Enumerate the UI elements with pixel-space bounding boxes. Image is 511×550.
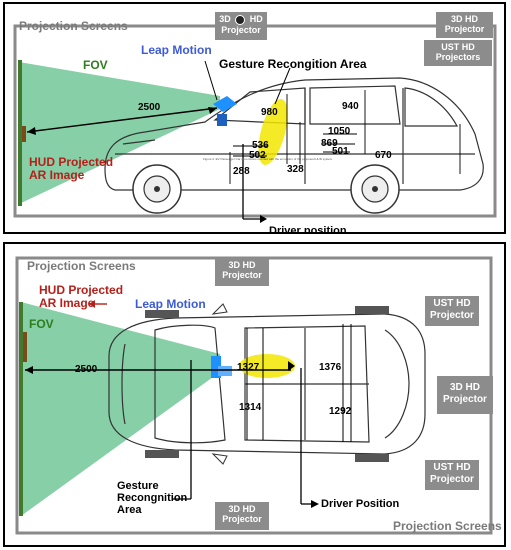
projector-line2: Projector [444,24,485,35]
leader-gesture [274,67,291,105]
projector-line1: 3D HD [228,504,256,514]
projector-line1: 3D HD [450,14,478,24]
projection-screens-bottom-label: Projection Screens [393,519,502,533]
side-view-panel: Projection Screens 3D HD Projector 3D HD… [3,2,506,234]
leap-motion-label: Leap Motion [141,43,212,57]
wheel-rl [355,306,389,314]
wheel-fr [145,450,179,458]
dim-670: 670 [375,150,392,161]
wheel-fl [145,310,179,318]
hud-image-marker [23,332,27,362]
dim-1327: 1327 [237,362,260,373]
projector-line2: Projector [222,514,262,525]
projector-3d-hd-top: 3D HD Projector [215,258,269,286]
gesture-area-label: Gesture Recongition Area [219,57,367,71]
fov-cone [19,62,220,204]
hud-screen-bar [18,60,22,206]
projector-ust-hd-bottom: UST HD Projector [425,460,479,490]
fov-label: FOV [29,317,54,331]
projector-3d-hd-bottom: 3D HD Projector [215,502,269,530]
projector-ust-hd-top: UST HD Projector [425,296,479,326]
dim-940: 940 [342,101,359,112]
dim-2500: 2500 [138,102,161,113]
top-view-panel: Projection Screens Projection Screens 3D… [3,242,506,547]
hud-image-marker [22,126,26,142]
driver-position-label: Driver position [269,225,347,234]
gesture-area-highlight [258,99,288,165]
fov-cone [21,302,220,516]
dim-2500-arrowhead [25,366,33,374]
projector-line2: Projector [221,24,261,35]
car-top-outline [108,313,426,455]
gesture-area-label: Gesture Recongnition Area [117,480,187,516]
projector-3d-hd-top: 3D HD Projector [215,12,267,40]
gesture-line3: Area [117,504,142,517]
projection-screens-top-label: Projection Screens [27,259,136,273]
dim-2500: 2500 [75,364,98,375]
dim-2500-line [26,107,218,133]
dim-1376: 1376 [319,362,342,373]
wheel-front [132,164,182,214]
mirror-left [211,303,228,315]
leap-motion-sensor [211,356,221,378]
projector-line1: UST HD [433,462,471,473]
dim-980: 980 [261,107,278,118]
projector-line2: Projectors [435,52,481,63]
side-view-diagram [13,24,497,223]
leap-motion-label: Leap Motion [135,297,206,311]
lens-icon [235,14,246,25]
dim-536: 536 [252,140,269,151]
projector-line1: 3D HD [228,260,256,270]
leap-motion-sensor [213,96,237,112]
projector-line2: Projector [222,270,262,281]
projector-line1: UST HD [441,42,475,52]
leader-leap [204,60,218,101]
gesture-line2: Recongnition [117,492,188,505]
dim-869: 869 [321,138,338,149]
hud-projected-label: HUD Projected AR Image [29,155,114,183]
projector-line1: 3D HD [449,382,480,393]
gesture-line1: Gesture [117,480,159,492]
projector-hd-text: HD [249,14,263,24]
hud-projected-label: HUD Projected AR Image [39,283,124,311]
wheel-rear [350,164,400,214]
driver-position-label: Driver Position [321,498,400,510]
dim-1314: 1314 [239,402,262,413]
wheel-rr [355,454,389,462]
leap-motion-beam [218,366,232,376]
hud-line1: HUD Projected [39,283,124,297]
top-dimension-lines [246,324,352,442]
projection-screens-label: Projection Screens [19,19,128,33]
projector-line2: Projector [430,473,474,485]
gesture-area-highlight [239,354,295,378]
dim-1050: 1050 [328,126,351,137]
side-dimension-lines [229,90,461,184]
dim-328: 328 [287,164,304,175]
projector-ust-hd: UST HD Projectors [424,40,492,66]
hud-line2: AR Image [29,168,85,183]
projector-3d-hd-right: 3D HD Projector [436,12,493,38]
hud-screen-bar [19,302,23,516]
dim-501: 501 [332,146,349,157]
dim-502: 502 [249,150,266,161]
projector-line1: UST HD [433,298,471,309]
leap-motion-base [217,114,227,126]
dim-288: 288 [233,166,250,177]
fov-label: FOV [83,58,108,72]
projector-3d-hd-right: 3D HD Projector [437,376,493,414]
hud-line1: HUD Projected [29,155,114,169]
dim-1292: 1292 [329,406,352,417]
hud-line2: AR Image [39,296,95,311]
projector-line2: Projector [443,393,487,405]
projector-line2: Projector [430,309,474,321]
figure-caption: Figure 2. EV Passenger Car dimensions ov… [203,157,333,161]
dim-2500-arrowhead [27,127,36,135]
projector-3d-text: 3D [219,14,231,24]
mirror-right [211,453,228,465]
